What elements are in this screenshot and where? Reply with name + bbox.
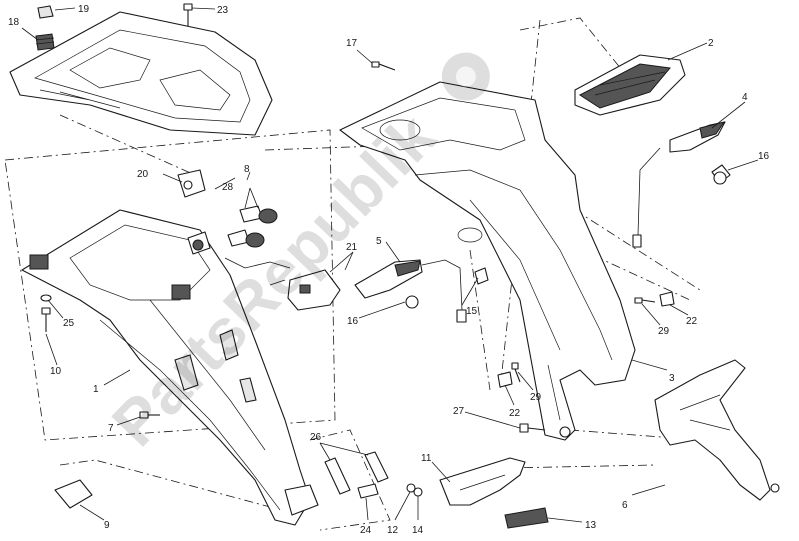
washer-part-25 bbox=[40, 294, 52, 302]
cover-part-9 bbox=[54, 479, 93, 509]
seat-lock-part-21 bbox=[224, 257, 341, 311]
rubber-bushing-part bbox=[35, 5, 55, 51]
callout-16-right: 16 bbox=[758, 151, 770, 162]
latch-part-20 bbox=[177, 169, 206, 198]
callout-28: 28 bbox=[222, 182, 234, 193]
assembly-dashed-lines bbox=[4, 17, 701, 531]
clip-part-24 bbox=[357, 483, 379, 499]
bolt-part-29-upper bbox=[634, 297, 656, 304]
callout-22-lower: 22 bbox=[509, 408, 521, 419]
license-plate-holder-part bbox=[654, 359, 780, 501]
callout-2: 2 bbox=[708, 38, 714, 49]
callout-labels: 19 18 23 17 2 4 16 20 8 28 21 5 16 15 25… bbox=[8, 4, 770, 536]
callout-22-upper: 22 bbox=[686, 316, 698, 327]
turn-indicator-left-part bbox=[354, 259, 467, 323]
callout-12: 12 bbox=[387, 525, 399, 536]
callout-16-left: 16 bbox=[347, 316, 359, 327]
callout-4: 4 bbox=[742, 92, 748, 103]
callout-29-lower: 29 bbox=[530, 392, 542, 403]
callout-18: 18 bbox=[8, 17, 20, 28]
callout-14: 14 bbox=[412, 525, 424, 536]
clip-part-15 bbox=[474, 267, 489, 285]
bulb-part-16-left bbox=[405, 295, 419, 309]
bolt-part-17 bbox=[371, 61, 396, 71]
callout-25: 25 bbox=[63, 318, 75, 329]
callout-10: 10 bbox=[50, 366, 62, 377]
callout-9: 9 bbox=[104, 520, 110, 531]
callout-8: 8 bbox=[244, 164, 250, 175]
gear-icon bbox=[441, 52, 490, 101]
callout-3: 3 bbox=[669, 373, 675, 384]
callout-11: 11 bbox=[421, 453, 432, 464]
plate-light-bracket-part bbox=[439, 457, 526, 506]
callout-26: 26 bbox=[310, 432, 322, 443]
bracket-part-26 bbox=[324, 451, 389, 495]
lock-cylinder-part bbox=[187, 231, 211, 255]
key-set-part-8 bbox=[227, 205, 278, 248]
callout-29-upper: 29 bbox=[658, 326, 670, 337]
callout-17: 17 bbox=[346, 38, 358, 49]
bolt-part-27 bbox=[519, 423, 546, 433]
callout-19: 19 bbox=[78, 4, 90, 15]
reflector-part-13 bbox=[504, 507, 549, 529]
turn-indicator-right-part bbox=[632, 121, 726, 248]
bolt-part-29-lower bbox=[511, 362, 521, 383]
nut-part-22-lower bbox=[497, 371, 513, 388]
callout-15: 15 bbox=[466, 306, 478, 317]
nut-part-14 bbox=[413, 487, 423, 497]
callout-13: 13 bbox=[585, 520, 597, 531]
nut-part-22-upper bbox=[659, 291, 675, 307]
callout-27: 27 bbox=[453, 406, 465, 417]
rear-mudguard-subframe-part bbox=[339, 81, 636, 441]
nut-part-12 bbox=[406, 483, 416, 493]
callout-21: 21 bbox=[346, 242, 358, 253]
tail-light-part bbox=[574, 54, 686, 116]
callout-20: 20 bbox=[137, 169, 149, 180]
callout-1: 1 bbox=[93, 384, 99, 395]
bolt-part-10 bbox=[41, 307, 51, 332]
bolt-part-7 bbox=[139, 411, 160, 419]
callout-23: 23 bbox=[217, 5, 229, 16]
rear-undertray-part bbox=[21, 209, 319, 526]
bulb-part-16-right bbox=[711, 164, 731, 185]
callout-5: 5 bbox=[376, 236, 382, 247]
callout-7: 7 bbox=[108, 423, 114, 434]
leader-lines bbox=[21, 7, 759, 523]
callout-24: 24 bbox=[360, 525, 372, 536]
callout-6: 6 bbox=[622, 500, 628, 511]
rear-rack-part bbox=[9, 11, 273, 136]
